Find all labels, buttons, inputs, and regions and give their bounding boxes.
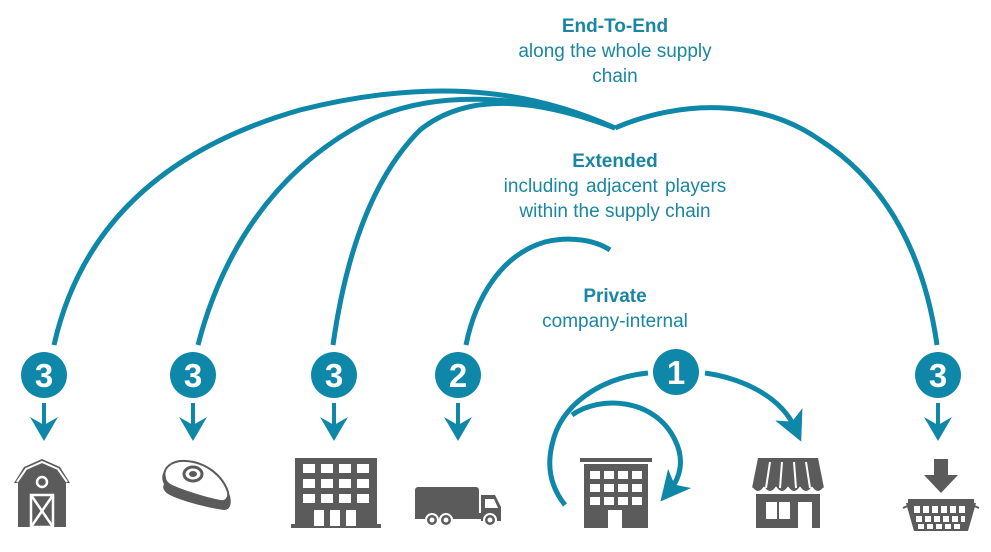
badge-number: 2: [449, 357, 467, 394]
badge-circle: [435, 352, 481, 398]
badge-number: 3: [325, 357, 343, 394]
barn-icon: [14, 459, 70, 529]
label-private-title: Private: [583, 286, 647, 307]
arc-end-to-end-farm: [51, 88, 617, 346]
label-end-to-end-title: End-To-End: [561, 16, 669, 37]
badge-logistics: 2: [435, 352, 481, 398]
badge-manufacturer: 3: [311, 352, 357, 398]
label-end-to-end-subtitle-line1: along the whole supply: [518, 41, 712, 62]
badge-circle: [915, 352, 961, 398]
meat-cut-icon: [162, 459, 231, 510]
storefront-icon: [751, 458, 825, 528]
label-end-to-end-subtitle-line2: chain: [592, 66, 638, 87]
label-private: Private company-internal: [500, 284, 730, 334]
badge-circle: [170, 352, 216, 398]
label-extended-subtitle-line2: within the supply chain: [519, 201, 711, 222]
down-arrow-icon: [924, 403, 952, 441]
label-extended-subtitle-line1: including adjacent players: [503, 176, 727, 197]
badge-circle: [653, 349, 699, 395]
company-building-icon: [580, 458, 652, 528]
badge-number: 3: [929, 357, 947, 394]
arc-private-company-inner: [570, 400, 692, 502]
arc-private-company-outer: [547, 370, 649, 507]
label-extended: Extended including adjacent players with…: [470, 149, 760, 224]
truck-icon: [415, 487, 501, 527]
down-arrow-icon: [444, 403, 472, 441]
arc-private-store: [704, 370, 803, 442]
badge-company: 1: [653, 349, 699, 395]
office-building-icon: [291, 458, 381, 528]
badge-number: 3: [184, 357, 202, 394]
badge-circle: [311, 352, 357, 398]
shopping-basket-icon: [902, 459, 980, 531]
badge-meat-processing: 3: [170, 352, 216, 398]
arc-end-to-end-manufacturer: [330, 100, 616, 346]
badge-number: 1: [667, 354, 685, 391]
label-end-to-end: End-To-End along the whole supply chain: [480, 14, 750, 89]
down-arrow-icon: [30, 403, 58, 441]
badge-number: 3: [35, 357, 53, 394]
arc-end-to-end-consumer: [614, 105, 940, 346]
down-arrow-icon: [320, 403, 348, 441]
arc-extended-logistics: [463, 236, 612, 346]
badge-circle: [21, 352, 67, 398]
down-arrow-icon: [179, 403, 207, 441]
badge-farm: 3: [21, 352, 67, 398]
label-private-subtitle-line1: company-internal: [542, 311, 688, 332]
badge-consumer: 3: [915, 352, 961, 398]
label-extended-title: Extended: [572, 151, 658, 172]
